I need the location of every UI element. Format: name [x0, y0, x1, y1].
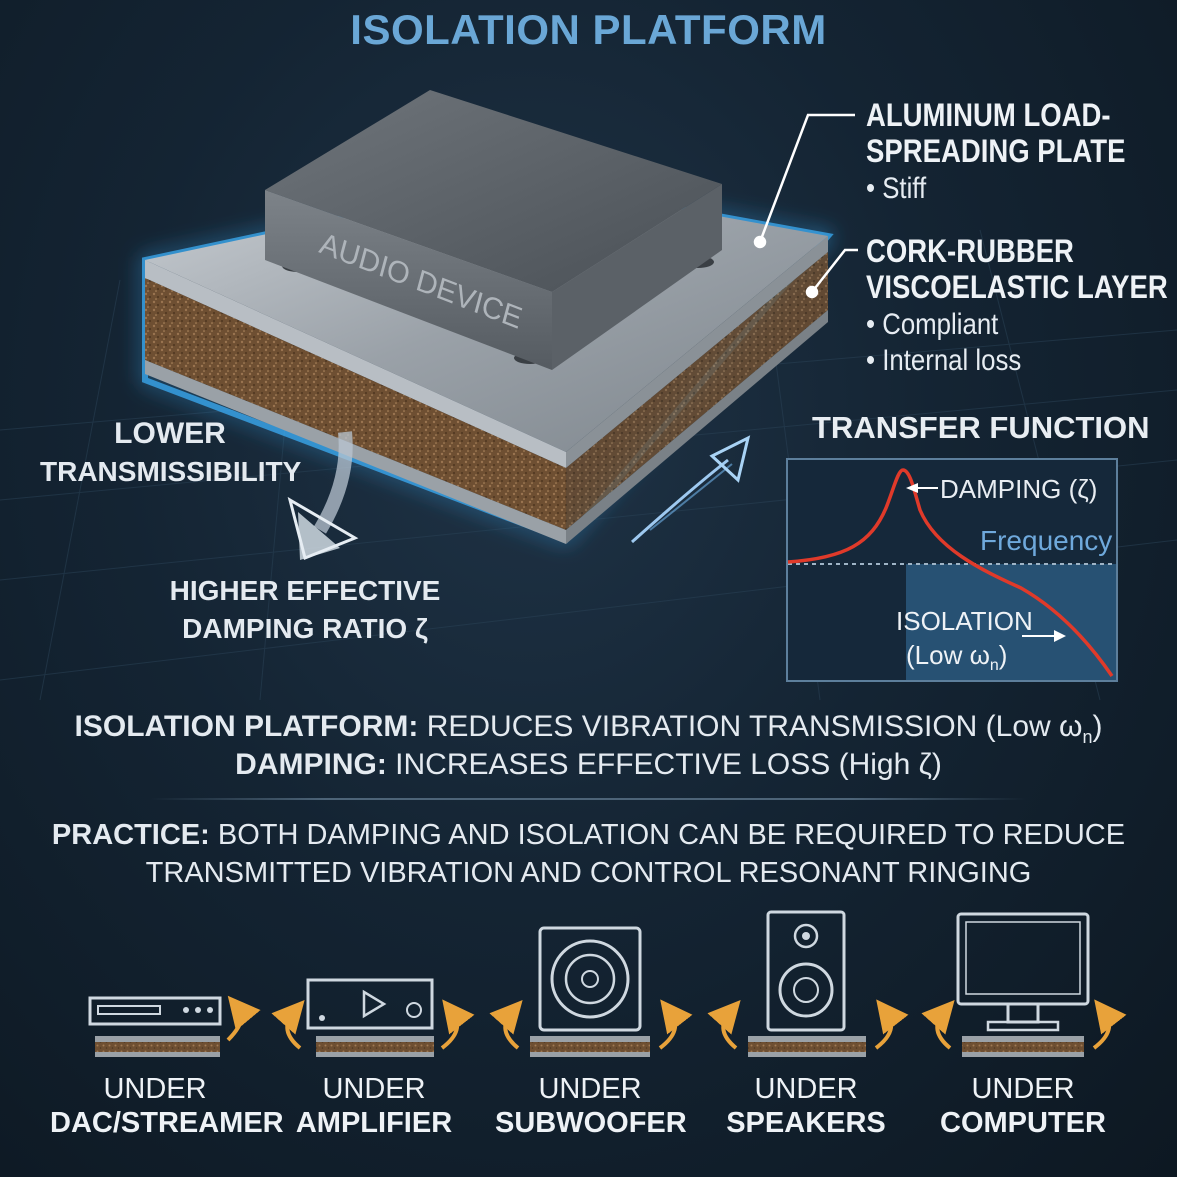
summary-isolation-sub: n: [1082, 727, 1093, 747]
use-label-speakers-line1: UNDER: [754, 1073, 858, 1105]
use-label-computer: UNDER COMPUTER: [930, 1072, 1116, 1140]
use-label-computer-line1: UNDER: [971, 1073, 1075, 1105]
use-label-subwoofer-line2: SUBWOOFER: [495, 1107, 687, 1139]
frequency-label: Frequency: [980, 525, 1112, 556]
practice-line1: PRACTICE: BOTH DAMPING AND ISOLATION CAN…: [0, 816, 1177, 854]
summary-isolation: ISOLATION PLATFORM: REDUCES VIBRATION TR…: [0, 708, 1177, 756]
cork-layer-side: [566, 252, 828, 530]
subwoofer-icon: [489, 926, 693, 1057]
higher-label-line2: DAMPING RATIO ζ: [182, 613, 428, 644]
summary-isolation-end: ): [1092, 710, 1103, 743]
transmissibility-arrow: [287, 431, 359, 561]
vibration-arrow: [630, 435, 751, 544]
summary-damping: DAMPING: INCREASES EFFECTIVE LOSS (High …: [0, 746, 1177, 784]
plate-callout-title-1: ALUMINUM LOAD-: [866, 97, 1111, 133]
isolation-low-wn-label: (Low ωn): [906, 640, 1007, 674]
platform-illustration: AUDIO DEVICE: [142, 90, 858, 561]
layer-bullet-compliant: • Compliant: [866, 308, 999, 341]
computer-icon: [921, 912, 1127, 1057]
lower-label-line1: LOWER: [114, 417, 226, 450]
amplifier-icon: [271, 978, 475, 1057]
use-label-dac-line2: DAC/STREAMER: [50, 1107, 284, 1139]
summary-damping-text: INCREASES EFFECTIVE LOSS (High ζ): [386, 748, 942, 781]
plate-callout-title-2: SPREADING PLATE: [866, 133, 1126, 169]
lower-transmissibility-label: LOWER TRANSMISSIBILITY: [40, 415, 302, 491]
use-label-speakers: UNDER SPEAKERS: [716, 1072, 896, 1140]
isolation-region: [906, 564, 1116, 680]
practice-line2: TRANSMITTED VIBRATION AND CONTROL RESONA…: [145, 857, 1032, 889]
use-label-amplifier: UNDER AMPLIFIER: [284, 1072, 464, 1140]
transmissibility-curve: [787, 468, 1114, 677]
use-label-dac: UNDER DAC/STREAMER: [50, 1072, 284, 1140]
use-label-speakers-line2: SPEAKERS: [726, 1107, 886, 1139]
use-label-subwoofer: UNDER SUBWOOFER: [495, 1072, 687, 1140]
layer-callout-title-1: CORK-RUBBER: [866, 233, 1074, 269]
section-divider: [150, 798, 1027, 800]
use-label-subwoofer-line1: UNDER: [538, 1073, 642, 1105]
higher-damping-label: HIGHER EFFECTIVE DAMPING RATIO ζ: [160, 572, 450, 648]
use-label-dac-line1: UNDER: [103, 1073, 207, 1105]
summary-isolation-text: REDUCES VIBRATION TRANSMISSION (Low ω: [418, 710, 1083, 743]
transfer-function-chart: DAMPING (ζ) Frequency ISOLATION (Low ωn): [786, 458, 1118, 682]
speaker-icon: [707, 910, 909, 1057]
damping-label: DAMPING (ζ): [940, 474, 1097, 504]
layer-callout-leader: [805, 248, 858, 299]
transfer-function-title: TRANSFER FUNCTION: [812, 410, 1150, 445]
practice-bold: PRACTICE:: [51, 819, 210, 851]
page-title: ISOLATION PLATFORM: [350, 6, 827, 53]
summary-isolation-bold: ISOLATION PLATFORM:: [74, 710, 419, 743]
layer-bullet-internal-loss: • Internal loss: [866, 344, 1022, 377]
dac-streamer-icon: [88, 995, 261, 1057]
use-label-computer-line2: COMPUTER: [940, 1107, 1106, 1139]
cork-layer-front: [145, 278, 566, 530]
practice-text-1: BOTH DAMPING AND ISOLATION CAN BE REQUIR…: [209, 819, 1126, 851]
summary-damping-bold: DAMPING:: [235, 748, 387, 781]
lower-label-line2: TRANSMISSIBILITY: [40, 456, 302, 487]
use-label-amplifier-line1: UNDER: [322, 1073, 426, 1105]
plate-callout-leader: [753, 113, 855, 249]
isolation-label: ISOLATION: [896, 606, 1033, 636]
use-label-amplifier-line2: AMPLIFIER: [295, 1107, 453, 1139]
higher-label-line1: HIGHER EFFECTIVE: [169, 575, 441, 606]
layer-callout-title-2: VISCOELASTIC LAYER: [866, 269, 1168, 305]
plate-bullet: • Stiff: [866, 172, 927, 205]
usage-icons: [88, 910, 1127, 1057]
